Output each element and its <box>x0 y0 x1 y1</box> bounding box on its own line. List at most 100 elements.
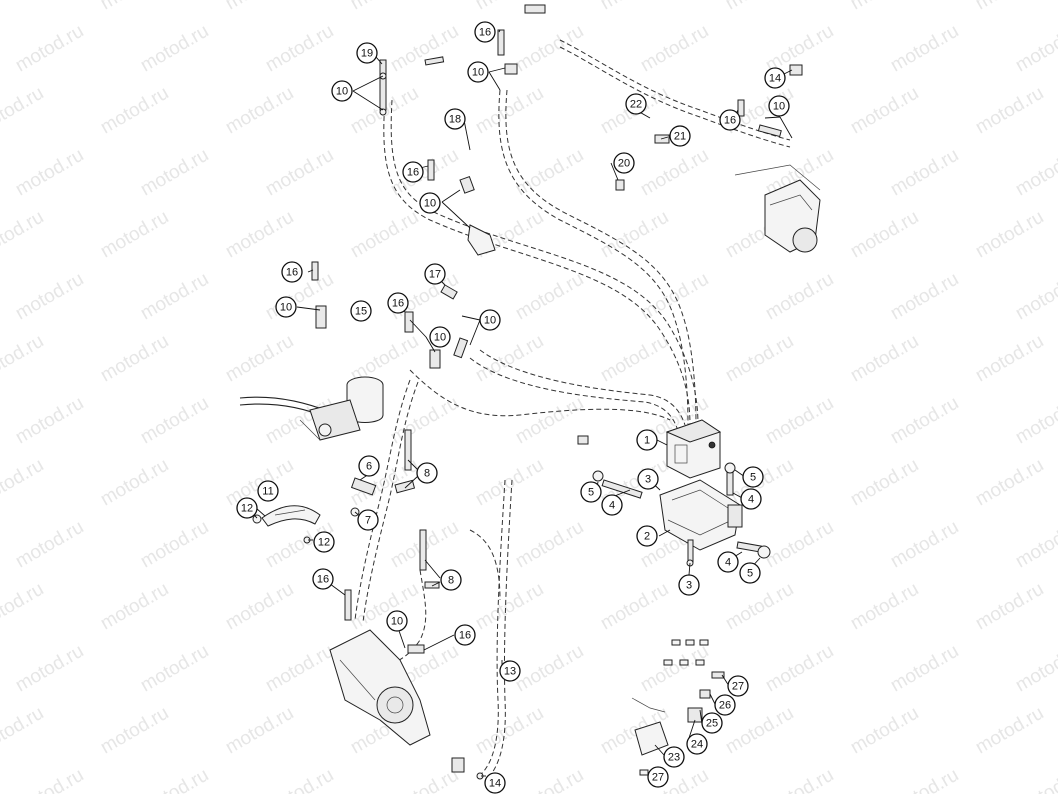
callout-number: 10 <box>336 86 348 98</box>
callout-circle <box>440 569 462 591</box>
parts <box>252 4 821 780</box>
callout-circle <box>647 766 669 788</box>
watermark-text: motod.ru <box>597 331 672 387</box>
callout-11: 11 <box>257 480 279 502</box>
watermark-text: motod.ru <box>887 641 962 697</box>
watermark-text: motod.ru <box>137 145 212 201</box>
watermark-text: motod.ru <box>222 579 297 635</box>
watermark-text: motod.ru <box>512 517 587 573</box>
watermark-text: motod.ru <box>12 21 87 77</box>
callout-number: 10 <box>472 67 484 79</box>
callout-circle <box>686 733 708 755</box>
callout-circle <box>601 494 623 516</box>
callout-22: 22 <box>625 93 647 115</box>
callout-16: 16 <box>719 109 741 131</box>
watermark-text: motod.ru <box>887 765 962 794</box>
watermark-text: motod.ru <box>97 579 172 635</box>
callout-circle <box>419 192 441 214</box>
callout-circle <box>742 466 764 488</box>
watermark-text: motod.ru <box>847 703 922 759</box>
callout-number: 10 <box>773 101 785 113</box>
callout-10: 10 <box>419 192 441 214</box>
watermark-text: motod.ru <box>972 331 1047 387</box>
callout-circle <box>714 694 736 716</box>
callout-number: 16 <box>459 630 471 642</box>
callout-number: 26 <box>719 700 731 712</box>
watermark-text: motod.ru <box>1012 21 1058 77</box>
callout-number: 1 <box>644 435 650 447</box>
watermark-text: motod.ru <box>0 207 47 263</box>
callout-number: 10 <box>280 302 292 314</box>
callout-number: 23 <box>668 752 680 764</box>
watermark-text: motod.ru <box>12 393 87 449</box>
callout-circle <box>313 531 335 553</box>
watermark-text: motod.ru <box>387 765 462 794</box>
callout-number: 10 <box>424 198 436 210</box>
callout-number: 5 <box>747 568 753 580</box>
callout-17: 17 <box>424 263 446 285</box>
callout-16: 16 <box>281 261 303 283</box>
watermark-text: motod.ru <box>637 145 712 201</box>
callout-number: 8 <box>448 575 454 587</box>
callout-circle <box>625 93 647 115</box>
callout-number: 12 <box>318 537 330 549</box>
callout-16: 16 <box>454 624 476 646</box>
callout-circle <box>636 525 658 547</box>
callout-16: 16 <box>387 292 409 314</box>
watermark-text: motod.ru <box>512 393 587 449</box>
callout-20: 20 <box>613 152 635 174</box>
watermark-text: motod.ru <box>472 83 547 139</box>
abs-connector <box>577 435 589 445</box>
callout-number: 3 <box>645 474 651 486</box>
callout-number: 16 <box>479 27 491 39</box>
watermark-text: motod.ru <box>512 269 587 325</box>
watermark-text: motod.ru <box>262 21 337 77</box>
watermark-text: motod.ru <box>972 455 1047 511</box>
callout-8: 8 <box>416 462 438 484</box>
brake-master-cylinder <box>299 376 384 441</box>
callout-10: 10 <box>275 296 297 318</box>
callout-circle <box>350 300 372 322</box>
callout-number: 2 <box>644 531 650 543</box>
callout-5: 5 <box>742 466 764 488</box>
callout-number: 11 <box>262 486 273 498</box>
watermark-text: motod.ru <box>137 765 212 794</box>
watermark-text: motod.ru <box>12 765 87 794</box>
callout-circle <box>387 292 409 314</box>
callout-number: 21 <box>674 131 686 143</box>
callout-circle <box>701 712 723 734</box>
callout-circle <box>386 610 408 632</box>
callout-3: 3 <box>637 468 659 490</box>
callout-10: 10 <box>768 95 790 117</box>
callout-circle <box>764 67 786 89</box>
watermark-text: motod.ru <box>847 207 922 263</box>
watermark-text: motod.ru <box>847 83 922 139</box>
callout-number: 4 <box>725 557 731 569</box>
watermark-text: motod.ru <box>512 641 587 697</box>
watermark-text: motod.ru <box>222 331 297 387</box>
watermark-text: motod.ru <box>597 207 672 263</box>
callout-18: 18 <box>444 108 466 130</box>
callout-10: 10 <box>479 309 501 331</box>
callout-circle <box>479 309 501 331</box>
callout-27: 27 <box>727 675 749 697</box>
callout-circle <box>275 296 297 318</box>
watermark-text: motod.ru <box>887 269 962 325</box>
callout-circle <box>740 488 762 510</box>
callout-2: 2 <box>636 525 658 547</box>
callout-number: 17 <box>429 269 441 281</box>
watermark-text: motod.ru <box>0 0 47 14</box>
watermark-text: motod.ru <box>387 393 462 449</box>
callout-number: 18 <box>449 114 461 126</box>
watermark-text: motod.ru <box>762 269 837 325</box>
callout-number: 25 <box>706 718 718 730</box>
callout-number: 27 <box>732 681 744 693</box>
bolts-washers <box>592 462 771 567</box>
callout-circle <box>312 568 334 590</box>
callout-4: 4 <box>601 494 623 516</box>
callout-circle <box>499 660 521 682</box>
watermark-text: motod.ru <box>472 703 547 759</box>
watermark-text: motod.ru <box>137 21 212 77</box>
watermark-text: motod.ru <box>472 579 547 635</box>
